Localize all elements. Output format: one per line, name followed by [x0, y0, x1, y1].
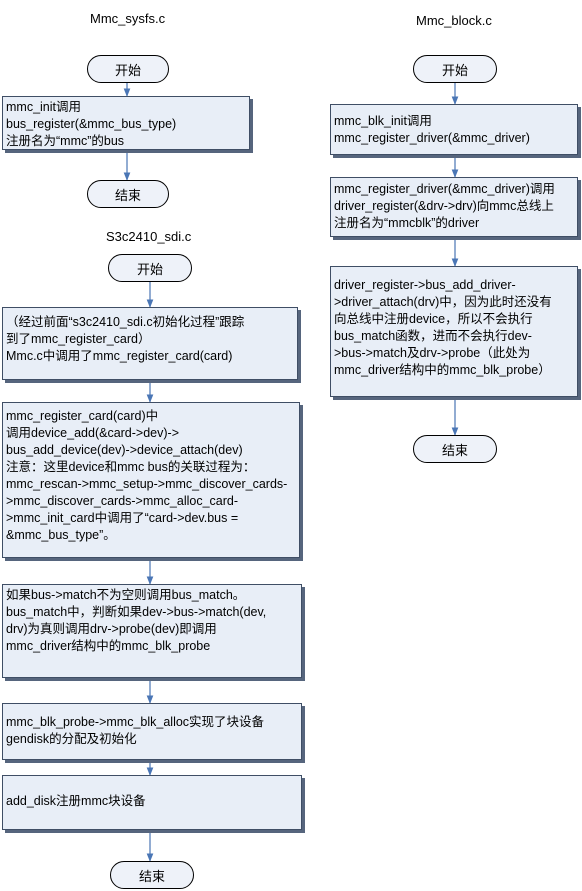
box-line: bus_match函数，进而不会执行dev-	[334, 329, 532, 343]
sysfs-end-terminal: 结束	[87, 180, 169, 208]
box-line: mmc_driver结构中的mmc_blk_probe）	[334, 363, 551, 377]
block-box-1: mmc_blk_init调用 mmc_register_driver(&mmc_…	[330, 104, 578, 155]
box-line: 注册名为“mmc”的bus	[6, 134, 125, 148]
box-line: add_disk注册mmc块设备	[6, 794, 146, 808]
box-line: mmc_register_card(card)中	[6, 409, 159, 423]
box-line: >driver_attach(drv)中，因为此时还没有	[334, 295, 552, 309]
box-line: mmc_register_driver(&mmc_driver)	[334, 131, 530, 145]
box-line: mmc_init调用	[6, 100, 82, 114]
block-start-terminal: 开始	[413, 55, 497, 83]
box-line: &mmc_bus_type”。	[6, 528, 116, 542]
sdi-box-1: （经过前面“s3c2410_sdi.c初始化过程”跟踪 到了mmc_regist…	[2, 307, 298, 380]
box-line: 如果bus->match不为空则调用bus_match。	[6, 588, 246, 602]
sdi-box-4: mmc_blk_probe->mmc_blk_alloc实现了块设备 gendi…	[2, 703, 302, 760]
sysfs-title: Mmc_sysfs.c	[90, 11, 166, 26]
box-line: （经过前面“s3c2410_sdi.c初始化过程”跟踪	[6, 315, 245, 329]
box-line: mmc_rescan->mmc_setup->mmc_discover_card…	[6, 477, 288, 491]
box-line: drv)为真则调用drv->probe(dev)即调用	[6, 622, 217, 636]
block-box-2: mmc_register_driver(&mmc_driver)调用 drive…	[330, 177, 578, 237]
box-line: mmc_register_driver(&mmc_driver)调用	[334, 182, 555, 196]
block-box-3: driver_register->bus_add_driver- >driver…	[330, 266, 578, 397]
box-line: Mmc.c中调用了mmc_register_card(card)	[6, 349, 233, 363]
sdi-end-terminal: 结束	[110, 861, 194, 889]
sdi-box-3: 如果bus->match不为空则调用bus_match。 bus_match中，…	[2, 584, 302, 678]
box-line: driver_register->bus_add_driver-	[334, 278, 516, 292]
box-line: mmc_blk_init调用	[334, 114, 432, 128]
sdi-title: S3c2410_sdi.c	[106, 229, 192, 244]
box-line: 向总线中注册device，所以不会执行	[334, 312, 533, 326]
box-line: mmc_driver结构中的mmc_blk_probe	[6, 639, 211, 653]
sdi-box-5: add_disk注册mmc块设备	[2, 775, 302, 830]
box-line: mmc_blk_probe->mmc_blk_alloc实现了块设备	[6, 715, 265, 729]
sdi-box-2: mmc_register_card(card)中 调用device_add(&c…	[2, 402, 300, 558]
sdi-start-terminal: 开始	[108, 254, 192, 282]
block-title: Mmc_block.c	[416, 13, 492, 28]
box-line: >bus->match及drv->probe（此处为	[334, 346, 531, 360]
box-line: >mmc_init_card中调用了“card->dev.bus =	[6, 511, 239, 525]
box-line: bus_match中，判断如果dev->bus->match(dev,	[6, 605, 267, 619]
box-line: 注册名为“mmcblk”的driver	[334, 216, 480, 230]
box-line: bus_add_device(dev)->device_attach(dev)	[6, 443, 243, 457]
box-line: 调用device_add(&card->dev)->	[6, 426, 179, 440]
sysfs-start-terminal: 开始	[87, 55, 169, 83]
box-line: bus_register(&mmc_bus_type)	[6, 117, 177, 131]
box-line: 到了mmc_register_card）	[6, 332, 151, 346]
box-line: driver_register(&drv->drv)向mmc总线上	[334, 199, 554, 213]
sysfs-box-1: mmc_init调用 bus_register(&mmc_bus_type) 注…	[2, 96, 250, 150]
box-line: gendisk的分配及初始化	[6, 732, 137, 746]
block-end-terminal: 结束	[413, 435, 497, 463]
box-line: >mmc_discover_cards->mmc_alloc_card-	[6, 494, 239, 508]
box-line: 注意：这里device和mmc bus的关联过程为：	[6, 460, 256, 474]
